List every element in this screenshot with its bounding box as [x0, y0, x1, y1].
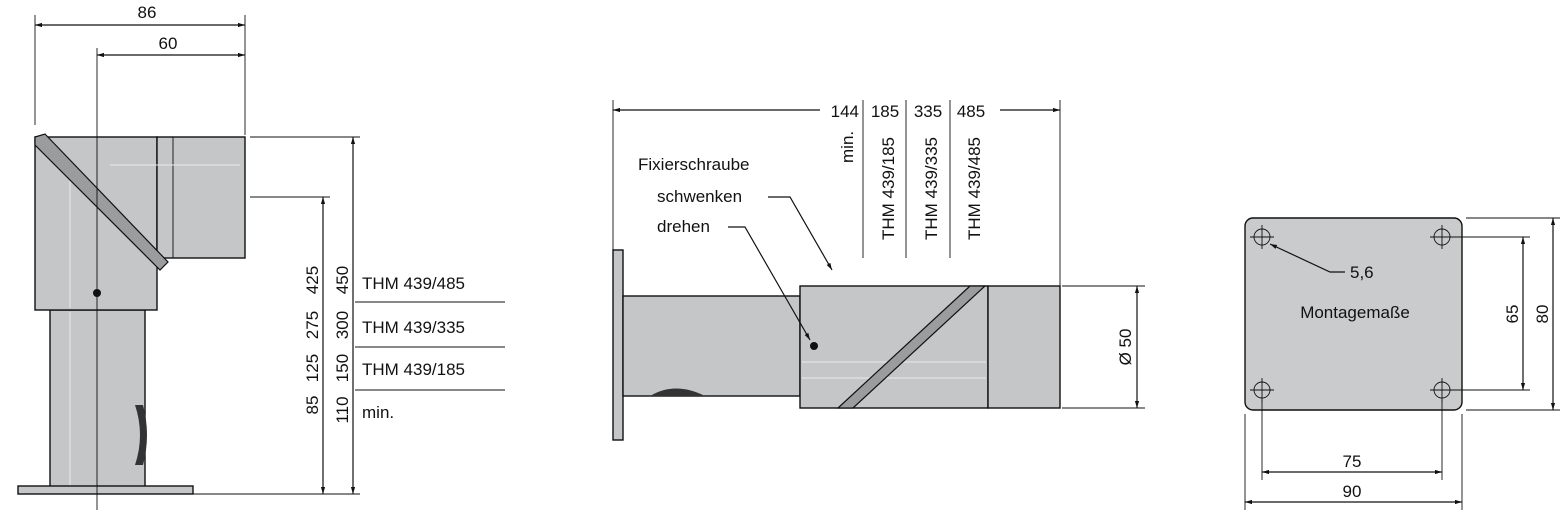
- height-inner-min: 85: [303, 396, 322, 415]
- length-label: THM 439/335: [922, 137, 941, 240]
- height-inner-485: 425: [303, 266, 322, 294]
- height-outer-min: 110: [333, 396, 352, 423]
- length-label: THM 439/185: [879, 137, 898, 240]
- height-outer-185: 150: [333, 354, 352, 382]
- elbow-horizontal: [156, 136, 246, 259]
- dim-plate-horizontal: 90: [1343, 482, 1362, 501]
- wall-plate: [612, 249, 624, 441]
- height-outer-335: 300: [333, 311, 352, 339]
- mounting-holes: [1250, 225, 1454, 402]
- label-rotate: drehen: [657, 217, 710, 236]
- dim-diameter: Ø 50: [1116, 329, 1135, 366]
- variant-label: min.: [362, 403, 394, 422]
- length-185: 185: [871, 102, 899, 121]
- variant-label: THM 439/185: [362, 360, 465, 379]
- length-485: 485: [957, 102, 985, 121]
- base-plate: [17, 485, 194, 495]
- label-swivel: schwenken: [657, 187, 742, 206]
- mounting-plate: [1244, 217, 1463, 411]
- mounting-plate-view: 5,6 Montagemaße 65 80 75 90: [1244, 217, 1560, 510]
- dim-hole-vertical: 65: [1503, 305, 1522, 324]
- arm-tube: [622, 295, 801, 397]
- length-335: 335: [914, 102, 942, 121]
- dim-width-axis: 60: [159, 34, 178, 53]
- length-label: THM 439/485: [965, 137, 984, 240]
- post: [49, 309, 146, 489]
- variant-label: THM 439/485: [362, 274, 465, 293]
- height-inner-185: 125: [303, 354, 322, 382]
- top-view: 144 185 335 485 min. THM 439/185 THM 439…: [612, 100, 1145, 441]
- swivel-joint: [836, 285, 987, 409]
- length-label: min.: [838, 131, 857, 163]
- length-min: 144: [831, 102, 859, 121]
- dim-hole-horizontal: 75: [1343, 452, 1362, 471]
- end-cap: [987, 285, 1061, 409]
- label-fixing-screw: Fixierschraube: [638, 155, 750, 174]
- height-outer-485: 450: [333, 266, 352, 294]
- dim-hole-diameter: 5,6: [1350, 263, 1374, 282]
- variant-label: THM 439/335: [362, 318, 465, 337]
- mounting-title: Montagemaße: [1300, 303, 1410, 322]
- fixing-screw: [135, 405, 147, 465]
- dim-width-total: 86: [138, 3, 157, 22]
- side-view: 86 60 425 275 125 85 450 300 150 110 THM…: [17, 3, 505, 510]
- height-inner-335: 275: [303, 311, 322, 339]
- swivel-joint: [34, 133, 169, 271]
- dim-plate-vertical: 80: [1533, 305, 1552, 324]
